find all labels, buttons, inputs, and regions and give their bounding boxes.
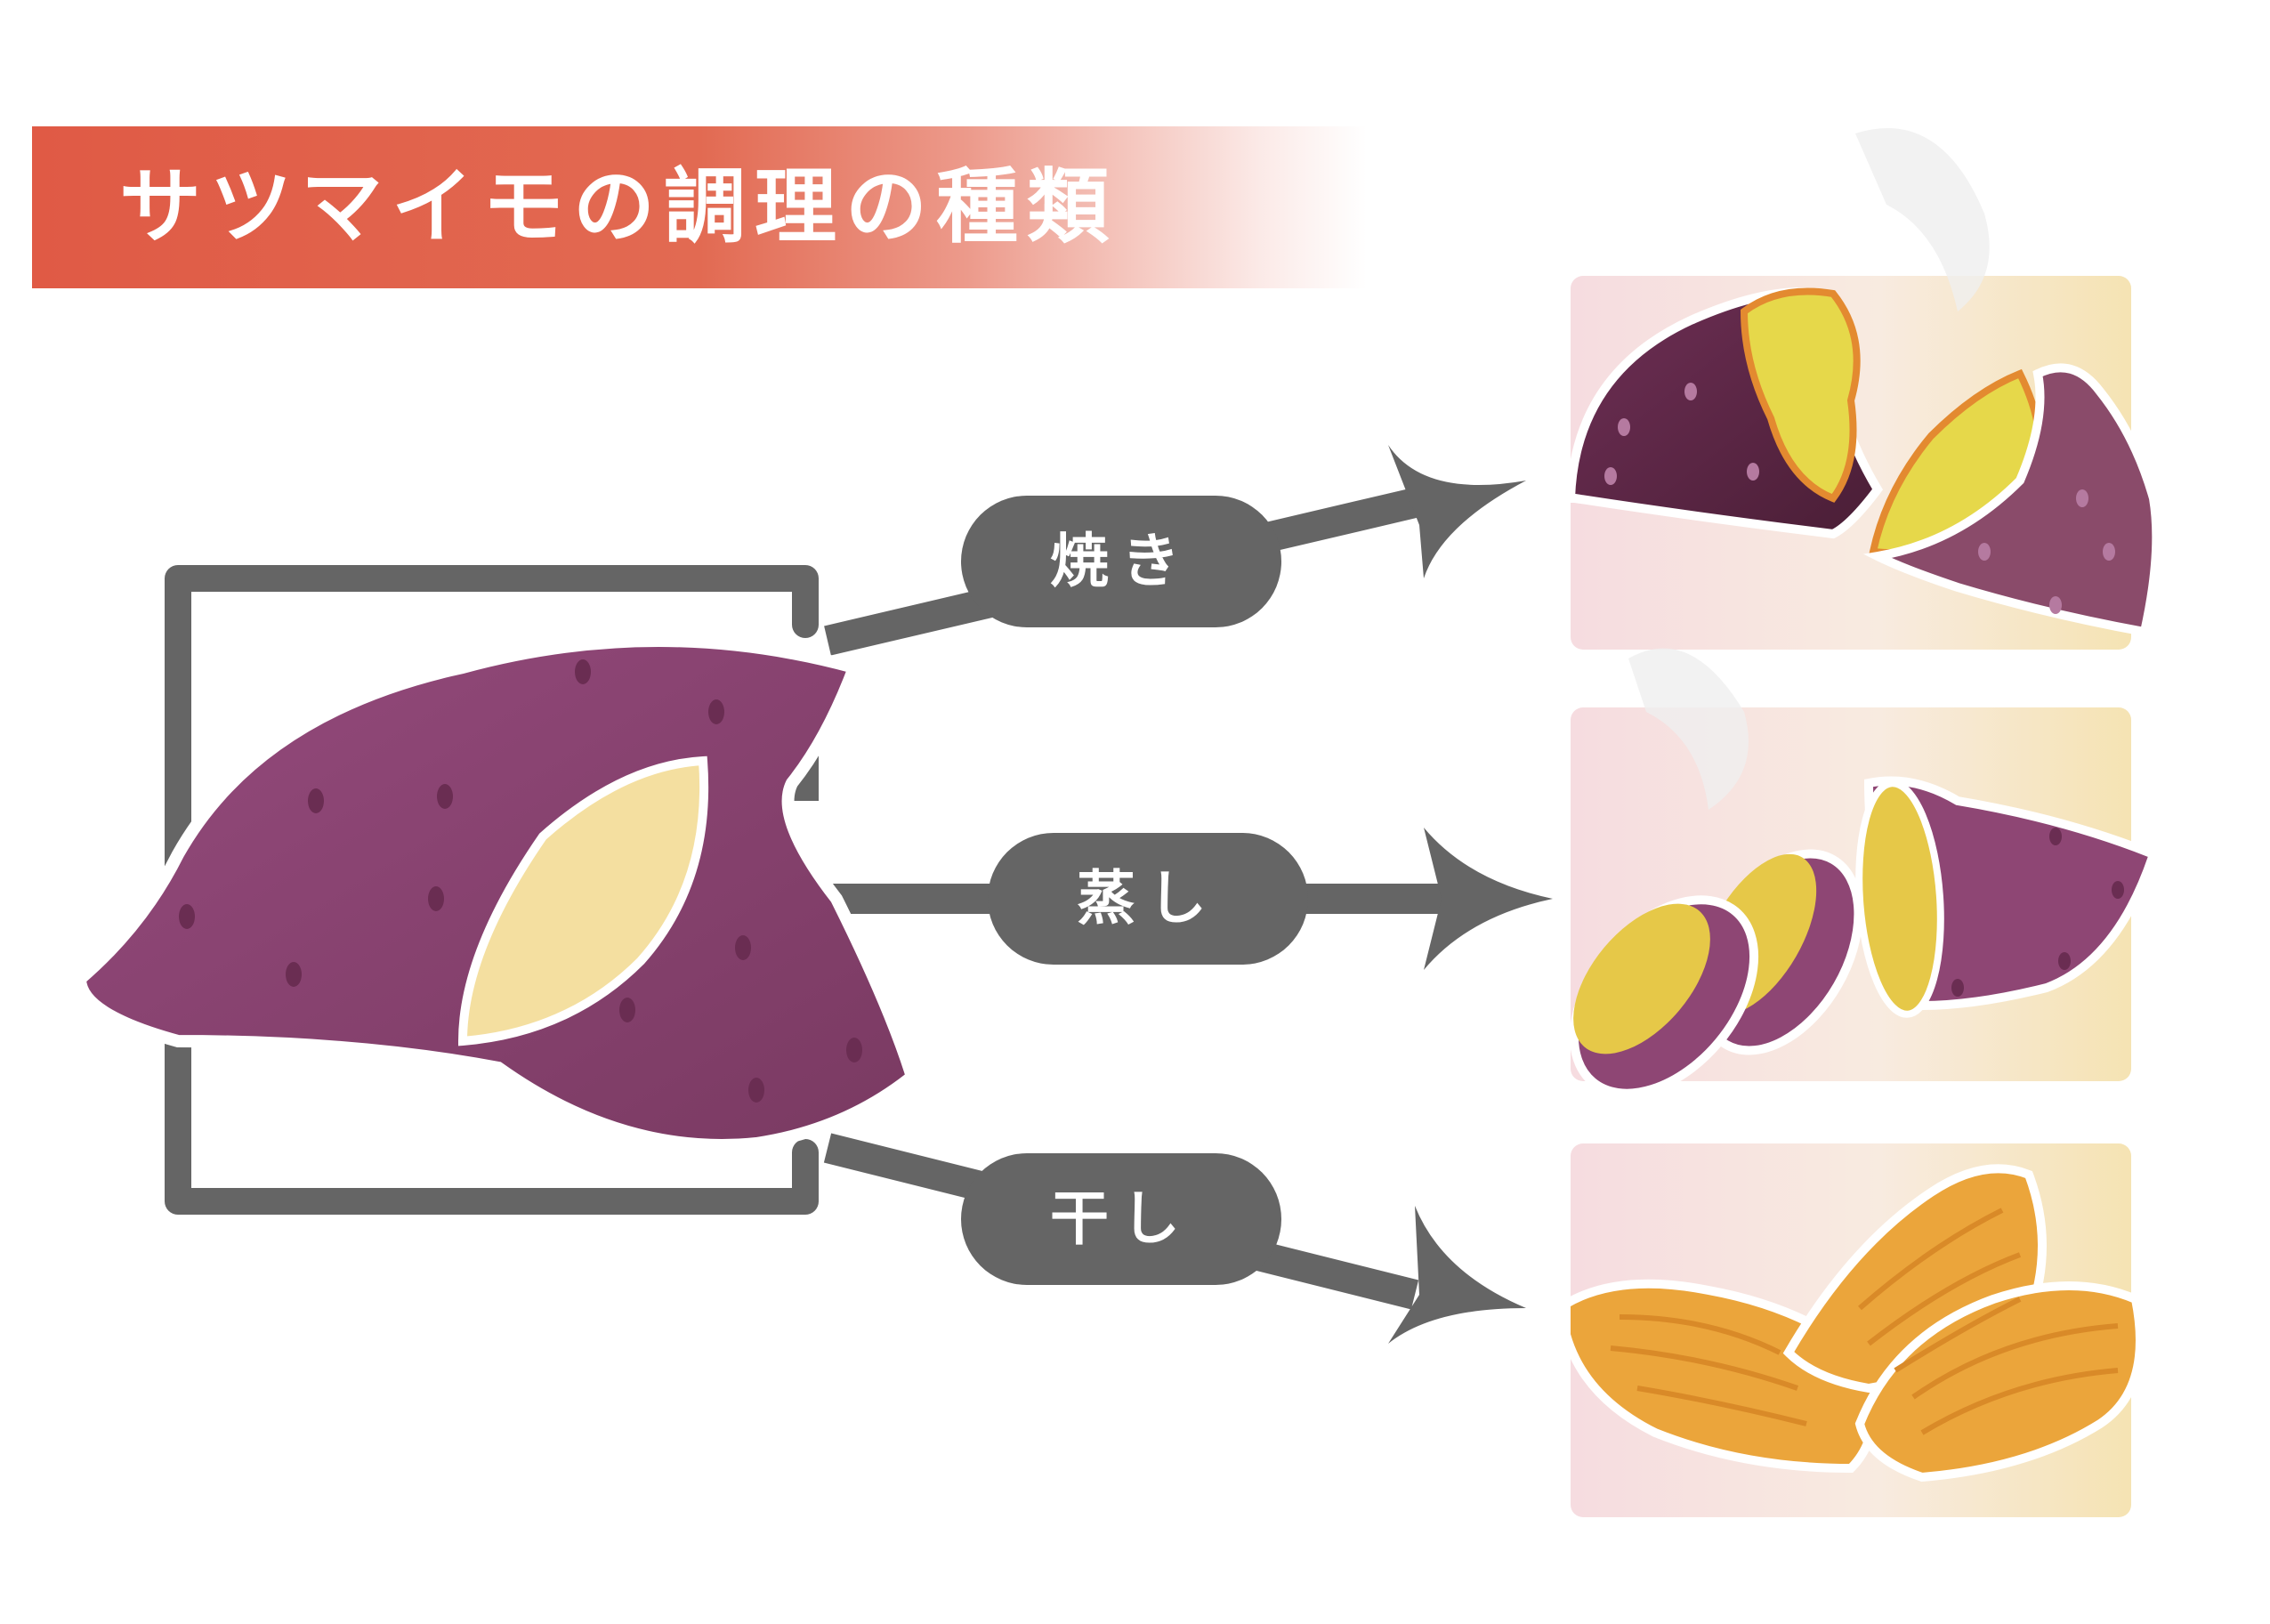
label-baked: 焼き	[961, 496, 1281, 627]
panel-steamed	[1569, 648, 2160, 1098]
label-steamed: 蒸し	[988, 833, 1308, 965]
label-dried: 干し	[961, 1153, 1281, 1285]
raw-potato-illustration	[73, 634, 920, 1151]
title-banner: サツマイモの調理の種類	[32, 126, 1367, 288]
panel-dried	[1562, 1143, 2145, 1517]
panel-baked	[1565, 128, 2161, 650]
page-title: サツマイモの調理の種類	[119, 159, 1119, 255]
